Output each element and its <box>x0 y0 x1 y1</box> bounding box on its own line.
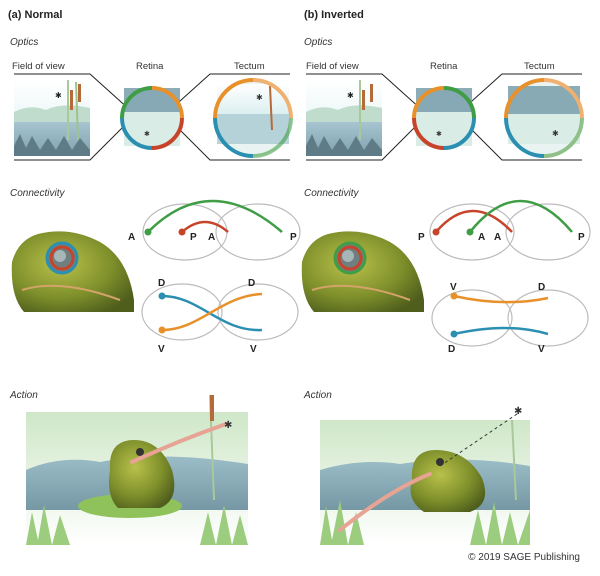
panel-b-fly-target-icon: ✱ <box>514 406 522 417</box>
panel-b-fly-icon: ✱ <box>347 91 354 100</box>
panel-a-fly-icon: ✱ <box>55 91 62 100</box>
panel-a-action-label: Action <box>9 390 38 401</box>
panel-b-action-label: Action <box>303 390 332 401</box>
panel-a-dv-left-bottom: V <box>158 344 165 355</box>
panel-a-tectum-label: Tectum <box>234 61 265 72</box>
panel-b-ap-left-p: P <box>418 232 425 243</box>
panel-a-ap-left-a: A <box>128 232 135 243</box>
svg-text:✱: ✱ <box>552 129 559 138</box>
panel-b-dv-map: V D D V <box>431 282 589 355</box>
panel-b-retina-label: Retina <box>430 61 458 72</box>
panel-a-dv-map: D V D V <box>141 278 299 355</box>
panel-a-ap-right-a: A <box>208 232 215 243</box>
svg-text:✱: ✱ <box>144 130 150 138</box>
panel-a-ap-left-p: P <box>190 232 197 243</box>
panel-b-ap-right-a: A <box>494 232 501 243</box>
svg-text:✱: ✱ <box>256 93 263 102</box>
panel-b-field-label: Field of view <box>306 61 359 72</box>
svg-text:✱: ✱ <box>436 130 442 138</box>
panel-a-ap-map: A P A P <box>128 199 301 261</box>
panel-a-optics-label: Optics <box>10 37 38 48</box>
panel-a-connectivity-label: Connectivity <box>10 188 65 199</box>
panel-b-tectum: ✱ <box>504 78 584 158</box>
panel-a-field-label: Field of view <box>12 61 65 72</box>
panel-b-title: (b) Inverted <box>304 9 364 21</box>
panel-a-action-scene: ✱ <box>26 394 248 545</box>
copyright-text: © 2019 SAGE Publishing <box>468 552 580 563</box>
panel-b-connectivity-label: Connectivity <box>304 188 359 199</box>
panel-a-retina: ✱ <box>120 86 184 150</box>
panel-a-ap-right-p: P <box>290 232 297 243</box>
panel-b-dv-left-top: V <box>450 282 457 293</box>
panel-b-optics-label: Optics <box>304 37 332 48</box>
panel-a-title: (a) Normal <box>8 9 62 21</box>
panel-b-ap-left-a: A <box>478 232 485 243</box>
panel-b-frog-head <box>301 231 424 312</box>
panel-a-frog-head <box>11 231 134 312</box>
panel-a-field-of-view: ✱ <box>14 80 90 156</box>
panel-b-field-of-view: ✱ <box>306 80 382 156</box>
panel-a-dv-left-top: D <box>158 278 165 289</box>
panel-a-tectum: ✱ <box>213 78 293 158</box>
panel-a-retina-label: Retina <box>136 61 164 72</box>
panel-b-dv-left-bottom: D <box>448 344 455 355</box>
panel-a-fly-target-icon: ✱ <box>224 420 232 431</box>
panel-b-action-scene: ✱ <box>320 406 530 545</box>
panel-b-retina: ✱ <box>412 86 476 150</box>
panel-b-ap-right-p: P <box>578 232 585 243</box>
panel-b-tectum-label: Tectum <box>524 61 555 72</box>
panel-a-dv-right-bottom: V <box>250 344 257 355</box>
panel-b-dv-right-bottom: V <box>538 344 545 355</box>
panel-b-ap-map: P A A P <box>418 199 591 261</box>
panel-a-dv-right-top: D <box>248 278 255 289</box>
panel-b-dv-right-top: D <box>538 282 545 293</box>
